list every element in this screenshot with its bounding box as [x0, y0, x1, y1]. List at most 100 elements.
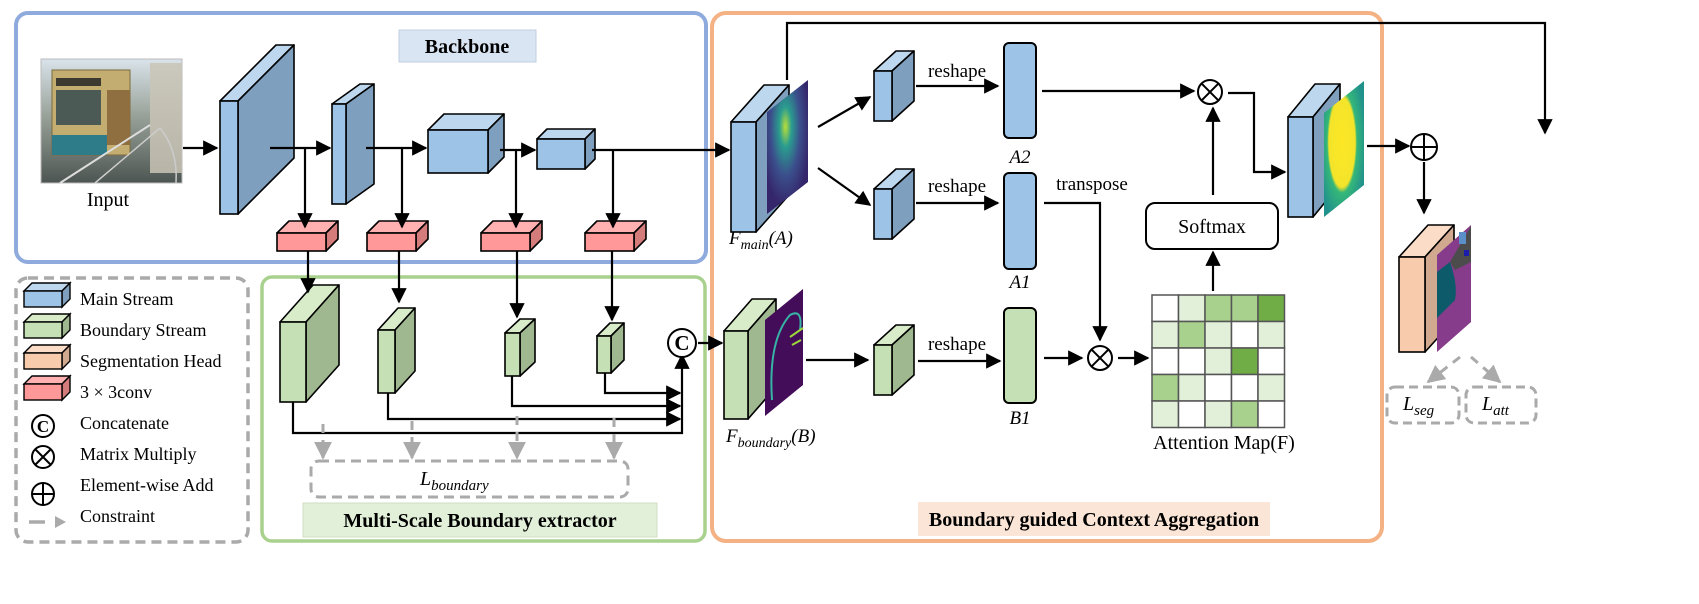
- f-boundary-symbol: F: [725, 426, 738, 447]
- f-boundary-suffix: (B): [791, 426, 815, 447]
- l-seg-box: [1385, 385, 1461, 425]
- attention-cell: [1204, 373, 1233, 402]
- legend-swatch-boundary: [23, 321, 63, 339]
- backbone-frame: [14, 11, 708, 264]
- l-boundary-subscript: boundary: [431, 478, 489, 494]
- attention-map-grid: [1151, 294, 1286, 429]
- attention-cell: [1230, 294, 1259, 323]
- boundary-block-3: [504, 318, 536, 377]
- backbone-stage-3: [427, 113, 505, 174]
- input-label: Input: [87, 189, 130, 211]
- f-main-label: Fmain(A): [728, 228, 793, 253]
- a1-label: A1: [1007, 272, 1030, 293]
- attention-cell: [1177, 400, 1206, 429]
- arrow-multiply-to-output: [1228, 91, 1287, 180]
- f-boundary-label: Fboundary(B): [725, 426, 816, 451]
- f-main-symbol: F: [728, 228, 741, 249]
- legend-label: Main Stream: [80, 289, 173, 309]
- l-att-label: Latt: [1481, 393, 1510, 419]
- concatenate-icon-text: C: [37, 417, 49, 436]
- legend-item: Main Stream: [22, 281, 173, 309]
- legend-frame: [14, 276, 250, 544]
- l-att-symbol: L: [1481, 393, 1493, 415]
- attention-cell: [1177, 320, 1206, 349]
- attention-map-label: Attention Map(F): [1153, 432, 1295, 454]
- legend-label: Segmentation Head: [80, 351, 221, 371]
- input-image: [40, 58, 183, 184]
- legend-label: 3 × 3conv: [80, 382, 152, 402]
- a1-vector: [1003, 172, 1037, 270]
- softmax-box: [1145, 202, 1279, 250]
- b1-conv-block: [873, 324, 915, 396]
- attention-cell: [1257, 373, 1286, 402]
- legend-swatch-seg: [23, 352, 63, 370]
- boundary-block-1: [279, 284, 340, 403]
- multiscale-section: Multi-Scale Boundary extractor: [260, 275, 707, 543]
- l-seg-label: Lseg: [1402, 393, 1435, 419]
- segmentation-output-map: [1437, 225, 1471, 352]
- backbone-stage-1: [219, 44, 295, 215]
- b1-vector: [1003, 307, 1037, 404]
- a1-conv-block: [873, 168, 915, 240]
- legend-label: Concatenate: [80, 413, 169, 433]
- attention-cell: [1151, 373, 1180, 402]
- output-feature-heatmap: [1324, 81, 1364, 217]
- a2-conv-block: [873, 50, 915, 122]
- legend-label: Element-wise Add: [80, 475, 213, 495]
- backbone-title: Backbone: [425, 36, 510, 58]
- main-feature-heatmap: [767, 80, 808, 214]
- backbone-stage-2: [331, 83, 375, 205]
- bca-section: Boundary guided Context Aggregation: [710, 11, 1384, 543]
- attention-cell: [1230, 373, 1259, 402]
- legend-item: Constraint: [29, 506, 155, 528]
- concatenate-op: C: [667, 328, 697, 358]
- concatenate-icon: [31, 414, 55, 438]
- legend-item: Element-wise Add: [31, 475, 213, 506]
- attention-cell: [1230, 400, 1259, 429]
- backbone-label-bg: [398, 29, 537, 63]
- constraint-arrow-att: [1470, 355, 1502, 384]
- backbone-stage-4: [536, 128, 596, 170]
- boundary-block-4: [596, 322, 625, 374]
- arrow-boundary1-to-concat: [291, 353, 690, 435]
- attention-cell: [1204, 347, 1233, 376]
- l-seg-symbol: L: [1402, 393, 1414, 415]
- reshape-label-bottom: reshape: [928, 334, 986, 355]
- multiply-op-top: [1197, 79, 1223, 105]
- b1-label: B1: [1009, 408, 1030, 429]
- attention-cell: [1204, 400, 1233, 429]
- constraint-arrow-seg: [1426, 355, 1461, 384]
- attention-cell: [1151, 400, 1180, 429]
- arrow-skip-to-add: [785, 21, 1553, 135]
- f-boundary-block: [723, 298, 777, 420]
- conv-block-1: [276, 220, 339, 252]
- legend-label: Matrix Multiply: [80, 444, 197, 464]
- attention-cell: [1230, 320, 1259, 349]
- attention-cell: [1204, 294, 1233, 323]
- backbone-section: Backbone: [14, 11, 708, 264]
- legend-item: C Concatenate: [31, 413, 169, 438]
- attention-cell: [1257, 347, 1286, 376]
- concat-symbol-text: C: [674, 331, 689, 355]
- element-wise-add-op: [1410, 133, 1438, 161]
- legend-item: 3 × 3conv: [22, 374, 152, 402]
- bca-frame: [710, 11, 1384, 543]
- attention-cell: [1151, 347, 1180, 376]
- arrow-fmain-to-a2conv: [817, 96, 872, 128]
- arrow-boundary3-to-concat: [510, 376, 682, 414]
- legend-item: Matrix Multiply: [31, 444, 197, 469]
- boundary-block-2: [377, 307, 416, 394]
- attention-cell: [1257, 294, 1286, 323]
- multiscale-label-bg: [302, 502, 658, 538]
- a2-label: A2: [1007, 147, 1031, 168]
- attention-cell: [1177, 347, 1206, 376]
- f-boundary-subscript: boundary: [738, 436, 792, 451]
- legend-item: Boundary Stream: [22, 312, 206, 340]
- attention-cell: [1257, 320, 1286, 349]
- l-att-subscript: att: [1493, 403, 1510, 419]
- conv-block-2: [366, 220, 429, 252]
- l-boundary-box: [309, 459, 630, 499]
- legend-swatch-conv: [23, 383, 63, 401]
